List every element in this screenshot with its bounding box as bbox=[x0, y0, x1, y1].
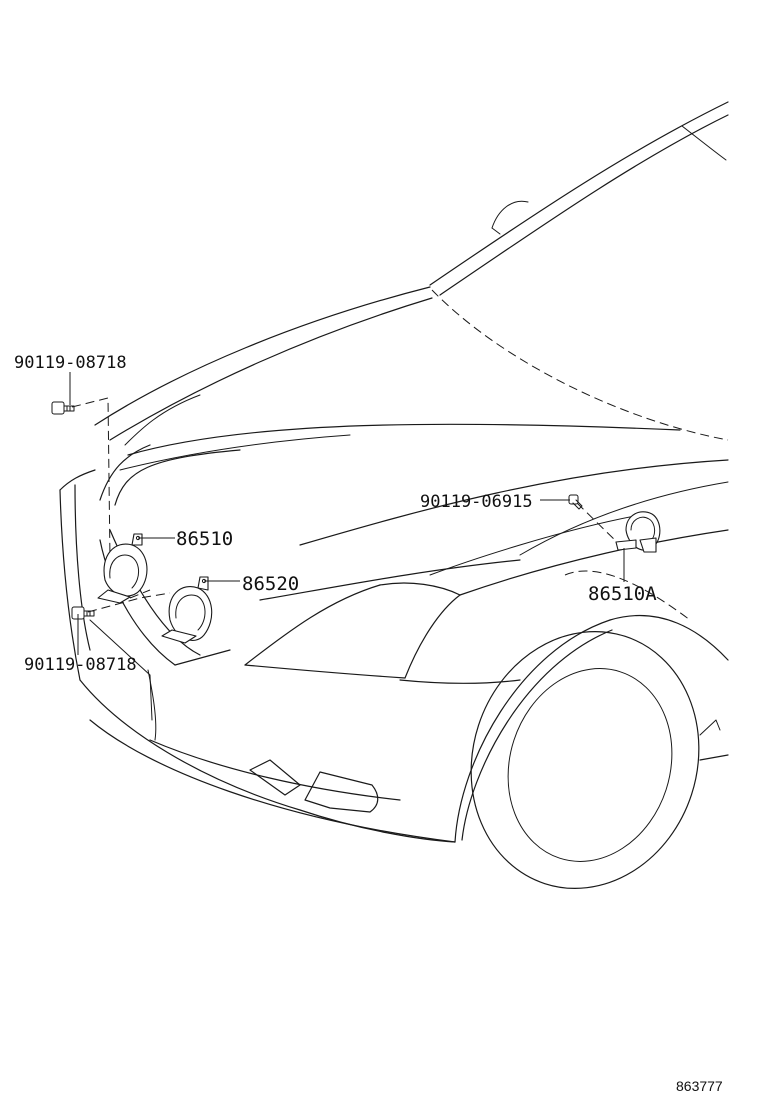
callout-bolt-upper-left: 90119-08718 bbox=[14, 353, 127, 373]
callout-bolt-right: 90119-06915 bbox=[420, 492, 533, 512]
horn-right-icon bbox=[615, 511, 661, 553]
callout-horn-low: 86520 bbox=[242, 573, 299, 595]
bolt-upper-left-icon bbox=[51, 401, 75, 415]
callout-bolt-lower-left: 90119-08718 bbox=[24, 655, 137, 675]
vehicle-front-outline bbox=[59, 101, 729, 889]
figure-number: 863777 bbox=[676, 1078, 723, 1094]
horn-low-icon bbox=[161, 576, 213, 644]
callout-horn-high: 86510 bbox=[176, 528, 233, 550]
bolt-lower-left-icon bbox=[71, 606, 95, 620]
installation-dashed-lines bbox=[71, 397, 621, 613]
bolt-right-icon bbox=[568, 494, 583, 510]
horn-high-icon bbox=[97, 533, 148, 604]
leader-lines bbox=[69, 372, 625, 655]
callout-horn-right: 86510A bbox=[588, 583, 657, 605]
